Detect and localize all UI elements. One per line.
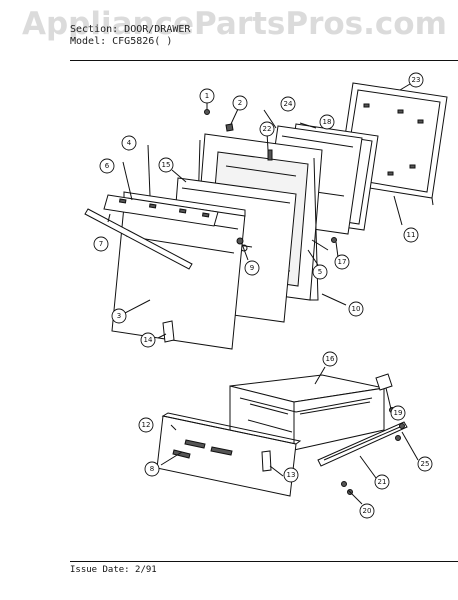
svg-text:10: 10 — [352, 305, 361, 313]
svg-text:9: 9 — [250, 264, 254, 272]
callout-3: 3 — [111, 308, 127, 324]
svg-text:7: 7 — [99, 240, 103, 248]
callout-9: 9 — [244, 260, 260, 276]
watermark-text: AppliancePartsPros.com — [22, 6, 447, 42]
callout-13: 13 — [283, 467, 299, 483]
svg-text:14: 14 — [144, 336, 153, 344]
callout-15: 15 — [158, 157, 174, 173]
svg-text:16: 16 — [326, 355, 335, 363]
callout-21: 21 — [374, 474, 390, 490]
callout-16: 16 — [322, 351, 338, 367]
callout-5: 5 — [312, 264, 328, 280]
callout-6: 6 — [99, 158, 115, 174]
drawer-front-panel — [156, 412, 302, 497]
outer-door-panel — [111, 191, 246, 350]
svg-text:23: 23 — [412, 76, 421, 84]
drawer-slide-rail — [317, 373, 408, 495]
callout-leader-lines — [107, 83, 419, 505]
svg-text:21: 21 — [378, 478, 387, 486]
callout-24: 24 — [280, 96, 296, 112]
callout-2: 2 — [232, 95, 248, 111]
svg-text:25: 25 — [421, 460, 430, 468]
callout-4: 4 — [121, 135, 137, 151]
callout-23: 23 — [408, 72, 424, 88]
callout-19: 19 — [390, 405, 406, 421]
svg-text:11: 11 — [407, 231, 416, 239]
model-label: Model: CFG5826( ) — [70, 36, 173, 47]
bottom-rule — [70, 561, 458, 562]
svg-text:12: 12 — [142, 421, 151, 429]
callout-17: 17 — [334, 254, 350, 270]
svg-text:3: 3 — [117, 312, 121, 320]
svg-text:4: 4 — [127, 139, 132, 147]
callout-20: 20 — [359, 503, 375, 519]
callout-12: 12 — [138, 417, 154, 433]
door-handle-assembly — [84, 194, 219, 270]
callout-25: 25 — [417, 456, 433, 472]
hardware-screws — [162, 109, 337, 343]
svg-text:20: 20 — [363, 507, 372, 515]
svg-text:22: 22 — [263, 125, 272, 133]
svg-text:19: 19 — [394, 409, 403, 417]
svg-text:6: 6 — [105, 162, 110, 170]
svg-text:18: 18 — [323, 118, 332, 126]
callout-11: 11 — [403, 227, 419, 243]
section-label: Section: DOOR/DRAWER — [70, 24, 191, 35]
top-rule — [70, 60, 458, 61]
callout-1: 1 — [199, 88, 215, 104]
svg-text:2: 2 — [238, 99, 242, 107]
callout-8: 8 — [144, 461, 160, 477]
svg-text:13: 13 — [287, 471, 296, 479]
callout-18: 18 — [319, 114, 335, 130]
callout-7: 7 — [93, 236, 109, 252]
callout-14: 14 — [140, 332, 156, 348]
callout-22: 22 — [259, 121, 275, 137]
callout-10: 10 — [348, 301, 364, 317]
svg-text:17: 17 — [338, 258, 347, 266]
svg-text:8: 8 — [150, 465, 154, 473]
svg-text:1: 1 — [205, 92, 209, 100]
issue-date-label: Issue Date: 2/91 — [70, 565, 157, 575]
svg-text:24: 24 — [284, 100, 293, 108]
svg-text:5: 5 — [318, 268, 322, 276]
svg-text:15: 15 — [162, 161, 171, 169]
